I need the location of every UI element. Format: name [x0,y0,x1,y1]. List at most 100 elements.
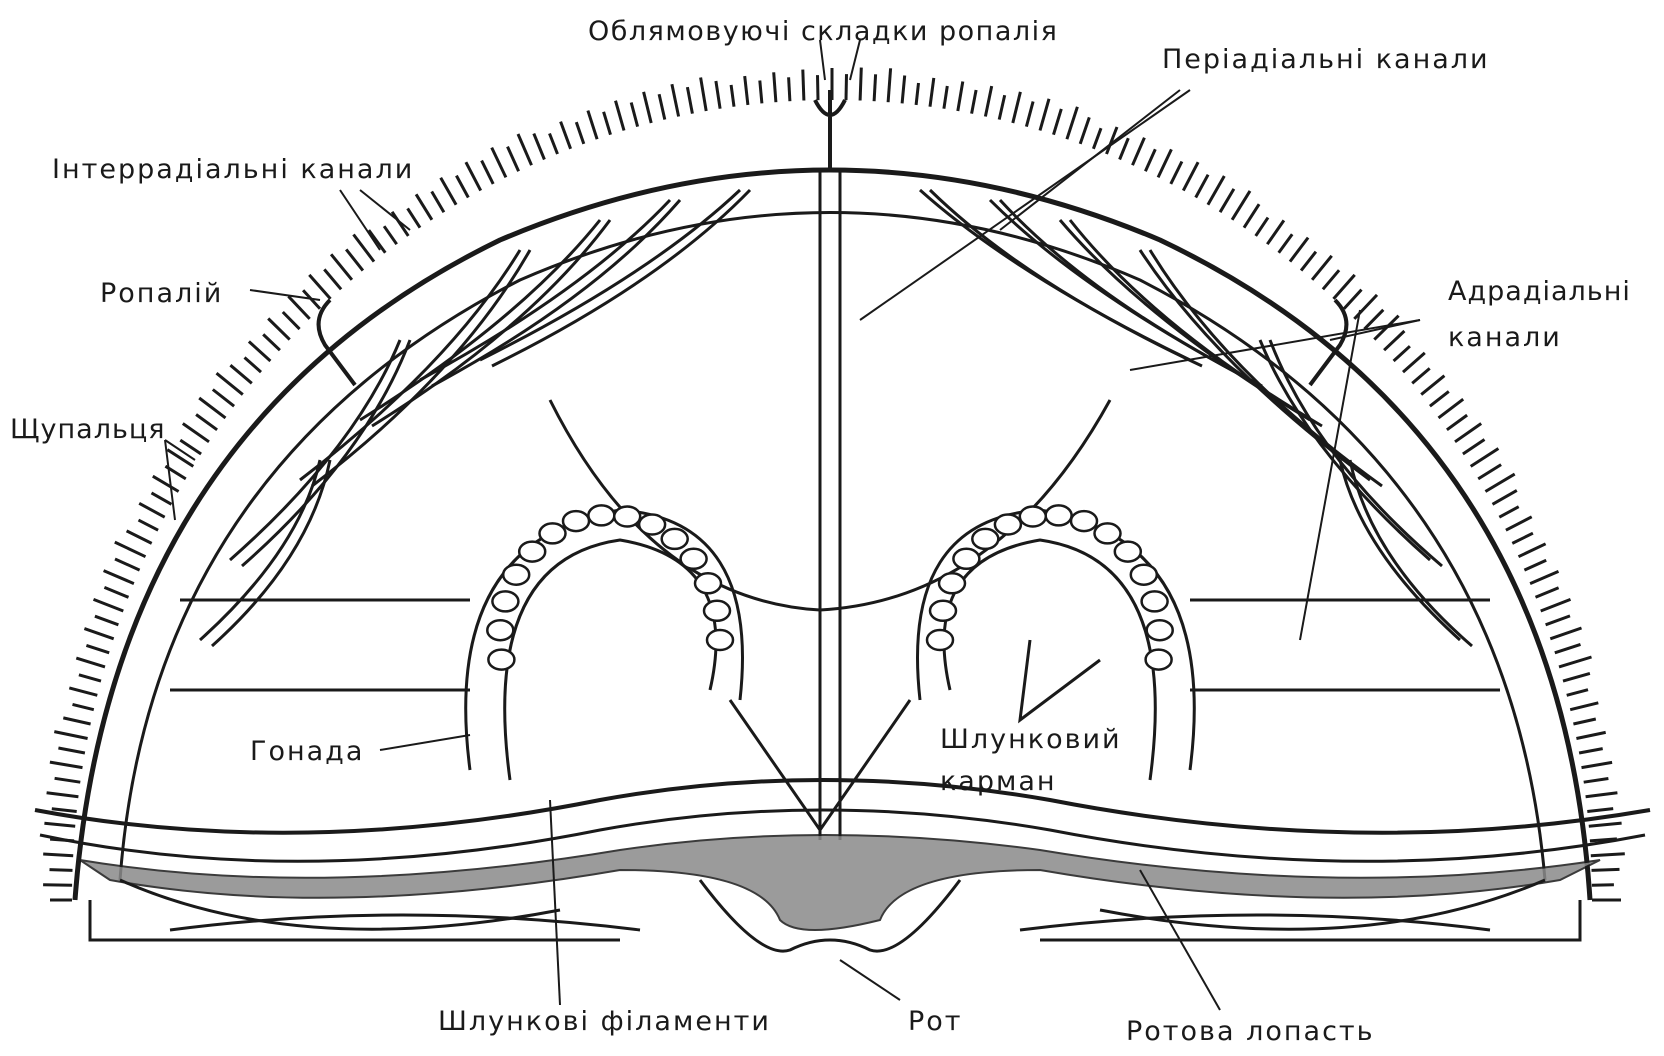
tentacle [183,424,209,442]
tentacle [930,78,934,107]
gonad-segment [588,505,614,525]
tentacle [69,688,97,695]
tentacle [944,86,947,109]
tentacle [1555,644,1581,652]
central-canal [820,170,840,840]
tentacle [217,373,243,394]
gonad-segment [488,650,514,670]
gonad-segment [492,591,518,611]
tentacle [860,68,861,101]
tentacle [1171,162,1182,184]
tentacle [492,148,506,178]
tentacle [1403,353,1425,372]
tentacle [616,101,625,131]
tentacle [55,778,81,782]
tentacle [958,82,963,112]
tentacle [1592,869,1620,870]
tentacle [644,92,652,123]
gonad-segment [681,549,707,569]
tentacle [1463,440,1485,455]
oral-lobe-band-outer [35,780,1650,833]
tentacle [818,75,819,100]
tentacle [408,208,420,227]
tentacle [1584,779,1609,783]
tentacle [1394,346,1410,361]
gonad-segment [939,573,965,593]
tentacle [44,823,75,826]
tentacle [1447,415,1467,430]
label-adradial-line1: Адрадіальні [1448,276,1631,307]
tentacle [1412,368,1430,383]
ropaliy-top [815,90,845,170]
tentacle [249,342,271,362]
tentacle [139,503,165,517]
tentacle [346,249,363,270]
tentacle [1290,238,1308,262]
tentacle [659,94,665,119]
tentacle [1591,854,1625,856]
tentacle [432,192,444,213]
tentacle [1519,544,1546,557]
tentacle [50,762,83,768]
tentacle [63,718,90,724]
tentacle [1080,117,1089,143]
tentacle [1573,719,1595,724]
gonad-segment [695,573,721,593]
tentacle [283,312,300,329]
tentacle [1485,474,1514,491]
tentacle [902,76,905,104]
tentacle [230,365,251,383]
label-ropaliy: Ропалій [100,278,223,309]
tentacle [1133,138,1145,166]
tentacle [1054,109,1062,135]
tentacle [1536,588,1559,598]
tentacle [1120,138,1129,159]
tentacle [1354,295,1377,319]
gonad-segment [972,529,998,549]
label-mouth: Рот [908,1006,963,1037]
tentacle [1582,762,1613,767]
tentacle [1430,391,1449,406]
tentacle [888,68,891,102]
tentacle [199,398,225,418]
gonad-segment [1071,511,1097,531]
tentacle [1323,270,1339,289]
tentacle [1384,331,1404,350]
tentacle [153,476,179,491]
tentacle [1439,399,1464,418]
tentacle [54,732,87,739]
tentacle [139,520,159,530]
tentacle [1499,507,1518,518]
tentacle [331,254,352,279]
gonad-segment [1131,565,1157,585]
gonad-segment [1115,542,1141,562]
tentacle [58,748,85,753]
tentacle [1567,690,1588,696]
tentacle [561,122,571,149]
tentacle [43,854,73,856]
tentacle [84,629,113,639]
tentacle [1244,204,1259,228]
tentacle [874,74,876,101]
tentacle [789,77,790,101]
label-interradial: Інтеррадіальні канали [52,154,414,185]
tentacle [916,83,918,105]
tentacle [1576,732,1605,738]
tentacle [1220,189,1234,212]
tentacle [456,176,468,198]
tentacle [588,111,597,140]
tentacle [263,334,280,350]
tentacle [1301,252,1316,271]
tentacle [1493,490,1517,504]
tentacle [115,559,140,570]
label-filaments: Шлункові філаменти [438,1006,771,1037]
gonad-segment [519,542,545,562]
tentacle [1312,256,1332,280]
tentacle [43,885,72,886]
tentacle [73,704,94,709]
tentacle [1279,234,1293,253]
gonad-segment [639,515,665,535]
tentacle [846,74,847,100]
